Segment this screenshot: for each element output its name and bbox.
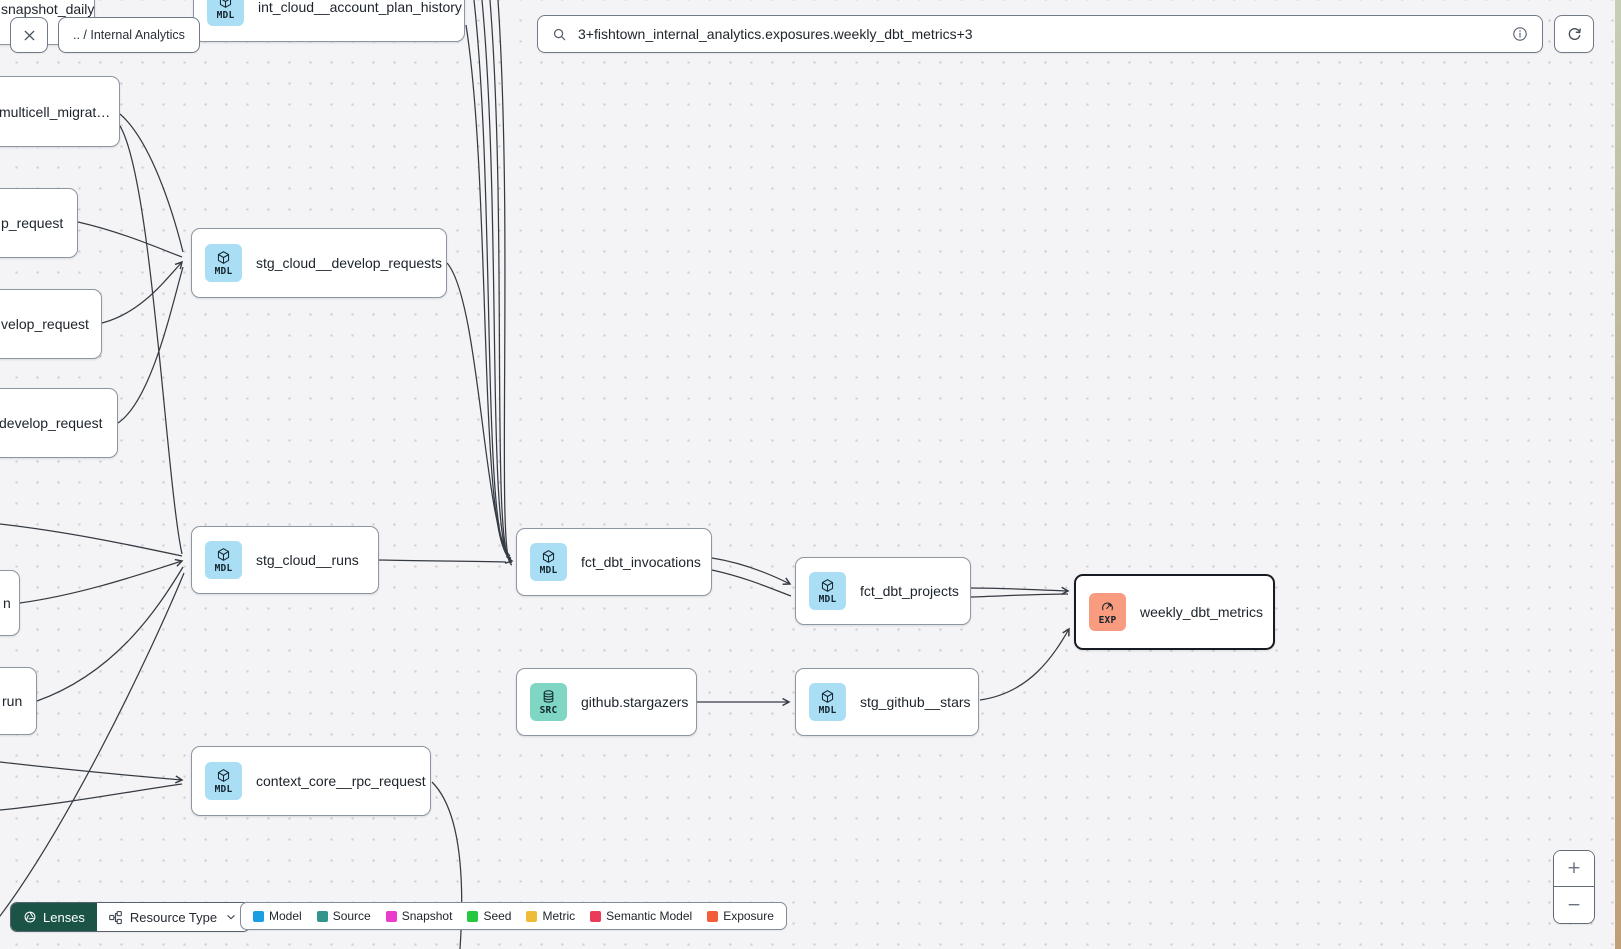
search-bar <box>537 15 1543 53</box>
legend-label: Model <box>269 909 302 923</box>
legend-label: Metric <box>542 909 576 923</box>
graph-node-velop-request[interactable]: velop_request <box>0 289 102 359</box>
legend-swatch <box>385 910 397 922</box>
legend-label: Snapshot <box>401 909 453 923</box>
legend-swatch <box>590 910 602 922</box>
legend-swatch <box>253 910 264 922</box>
breadcrumb[interactable]: .. / Internal Analytics <box>58 17 200 53</box>
badge-label: MDL <box>214 783 233 795</box>
node-label: p_request <box>1 215 64 231</box>
zoom-controls: + − <box>1553 850 1595 924</box>
legend-label: Seed <box>483 909 512 923</box>
resource-type-label: Resource Type <box>129 909 218 925</box>
node-label: run <box>2 693 23 709</box>
legend-item: Seed <box>467 909 511 923</box>
refresh-icon <box>1566 26 1583 43</box>
node-label: context_core__rpc_request <box>256 773 426 789</box>
graph-node-p-request[interactable]: p_request <box>0 188 78 258</box>
model-cube-icon: MDL <box>205 762 242 800</box>
node-label: snapshot_daily <box>1 1 95 17</box>
graph-node-fct-dbt-invocations[interactable]: MDL fct_dbt_invocations <box>516 528 712 596</box>
graph-node-context-core-rpc-request[interactable]: MDL context_core__rpc_request <box>191 746 431 816</box>
lenses-label: Lenses <box>43 909 85 925</box>
lenses-icon <box>23 910 37 924</box>
close-button[interactable] <box>10 17 48 53</box>
search-icon <box>552 27 567 42</box>
model-cube-icon: MDL <box>207 0 244 26</box>
graph-node-multicell-migrat[interactable]: multicell_migrat… <box>0 76 120 147</box>
legend-swatch <box>316 910 328 922</box>
info-icon[interactable] <box>1512 26 1528 42</box>
model-cube-icon: MDL <box>809 572 846 610</box>
legend-swatch <box>526 910 538 922</box>
legend-item: Semantic Model <box>590 909 692 923</box>
node-label: fct_dbt_projects <box>860 583 959 599</box>
node-label: stg_github__stars <box>860 694 971 710</box>
desktop-edge-strip <box>1615 0 1621 949</box>
graph-node-stg-cloud-runs[interactable]: MDL stg_cloud__runs <box>191 526 379 594</box>
node-label: stg_cloud__develop_requests <box>256 255 443 271</box>
resource-type-dropdown[interactable]: Resource Type <box>96 903 250 931</box>
model-cube-icon: MDL <box>530 543 567 581</box>
node-label: develop_request <box>0 415 103 431</box>
node-label: int_cloud__account_plan_history <box>258 0 462 15</box>
graph-node-n-node[interactable]: n <box>0 570 20 636</box>
model-cube-icon: MDL <box>205 244 242 282</box>
node-label: velop_request <box>1 316 89 332</box>
lenses-toolbar: Lenses Resource Type <box>10 902 251 932</box>
legend-item: Snapshot <box>385 909 453 923</box>
graph-node-github-stargazers[interactable]: SRC github.stargazers <box>516 668 697 736</box>
node-label: github.stargazers <box>581 694 689 710</box>
graph-node-run-node[interactable]: run <box>0 667 37 735</box>
chevron-down-icon <box>224 910 238 924</box>
node-label: multicell_migrat… <box>0 103 111 120</box>
model-cube-icon: MDL <box>809 683 846 721</box>
graph-node-fct-dbt-projects[interactable]: MDL fct_dbt_projects <box>795 557 971 625</box>
graph-node-stg-github-stars[interactable]: MDL stg_github__stars <box>795 668 979 736</box>
model-cube-icon: MDL <box>205 541 242 579</box>
badge-label: MDL <box>818 704 837 716</box>
legend-label: Semantic Model <box>606 909 693 923</box>
node-label: stg_cloud__runs <box>256 552 359 568</box>
zoom-out-button[interactable]: − <box>1554 887 1594 923</box>
badge-label: MDL <box>539 564 558 576</box>
graph-node-weekly-dbt-metrics[interactable]: EXP weekly_dbt_metrics <box>1074 574 1275 650</box>
legend-item: Metric <box>526 909 575 923</box>
node-label: fct_dbt_invocations <box>581 554 701 570</box>
lenses-button[interactable]: Lenses <box>11 903 97 931</box>
resource-type-icon <box>108 910 123 925</box>
node-label: n <box>3 595 11 611</box>
search-input[interactable] <box>576 25 1503 43</box>
legend: Model Source Snapshot Seed Metric Semantic Mo… <box>240 902 787 930</box>
badge-label: MDL <box>214 265 233 277</box>
graph-node-stg-cloud-develop-requests[interactable]: MDL stg_cloud__develop_requests <box>191 228 447 298</box>
legend-label: Source <box>332 909 371 923</box>
zoom-in-button[interactable]: + <box>1554 851 1594 887</box>
badge-label: EXP <box>1098 614 1117 626</box>
legend-item: Source <box>316 909 371 923</box>
exposure-gauge-icon: EXP <box>1089 593 1126 631</box>
badge-label: MDL <box>214 562 233 574</box>
graph-node-develop-request[interactable]: develop_request <box>0 388 118 458</box>
close-icon <box>22 28 37 43</box>
legend-swatch <box>707 910 719 922</box>
graph-node-int-cloud-account-plan-history[interactable]: MDL int_cloud__account_plan_history <box>193 0 465 42</box>
legend-swatch <box>467 910 479 922</box>
refresh-button[interactable] <box>1554 15 1594 53</box>
legend-label: Exposure <box>723 909 774 923</box>
node-label: weekly_dbt_metrics <box>1140 604 1263 620</box>
legend-item: Model <box>253 909 302 923</box>
badge-label: SRC <box>539 704 558 716</box>
badge-label: MDL <box>818 593 837 605</box>
legend-item: Exposure <box>707 909 774 923</box>
badge-label: MDL <box>216 9 235 21</box>
source-database-icon: SRC <box>530 683 567 721</box>
